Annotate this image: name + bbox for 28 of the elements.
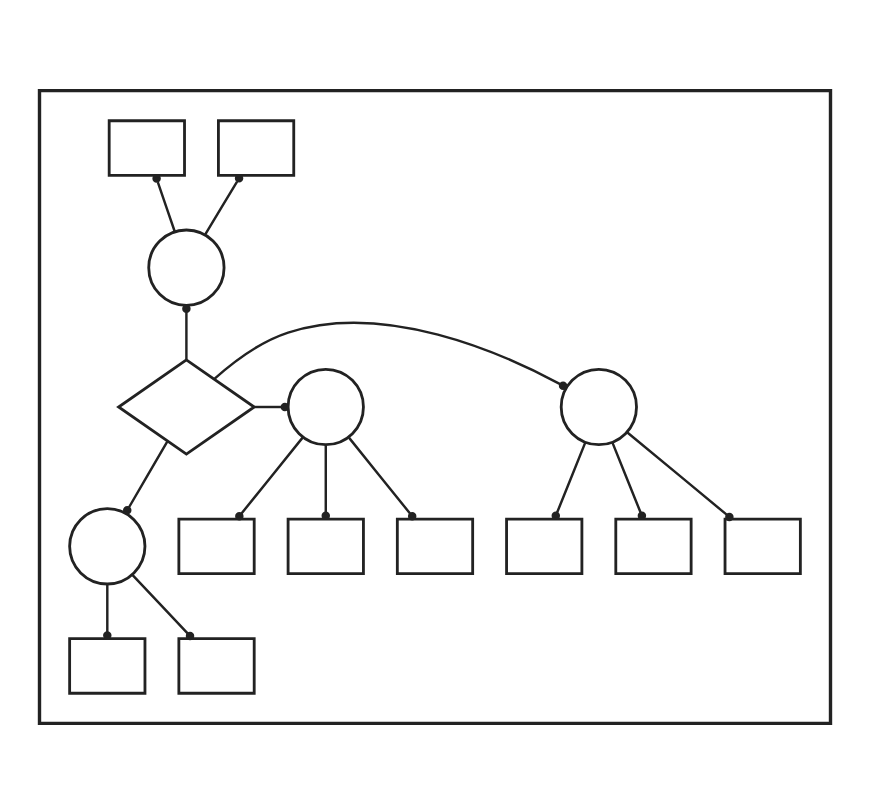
node-diamond xyxy=(116,357,257,455)
node-box xyxy=(723,516,802,575)
connector xyxy=(551,440,587,519)
node-box xyxy=(177,636,256,694)
connector xyxy=(611,440,647,519)
node-circle xyxy=(147,227,226,306)
connector xyxy=(152,173,176,232)
node-box xyxy=(107,118,186,176)
node-box xyxy=(505,516,584,575)
connector xyxy=(204,172,244,234)
node-box xyxy=(614,516,693,575)
connector xyxy=(213,320,568,389)
node-box xyxy=(217,118,296,176)
connector xyxy=(103,583,112,639)
connector xyxy=(235,435,304,520)
node-box xyxy=(68,636,147,694)
node-box xyxy=(177,516,256,575)
connector xyxy=(123,440,169,514)
connector xyxy=(321,444,330,519)
connector xyxy=(254,401,290,411)
node-box xyxy=(395,516,475,575)
node-box xyxy=(286,516,365,575)
connector xyxy=(131,573,195,640)
cluster xyxy=(37,87,833,725)
node-circle xyxy=(286,366,365,446)
connector xyxy=(347,435,417,520)
connector xyxy=(182,303,191,359)
connector xyxy=(626,430,734,521)
